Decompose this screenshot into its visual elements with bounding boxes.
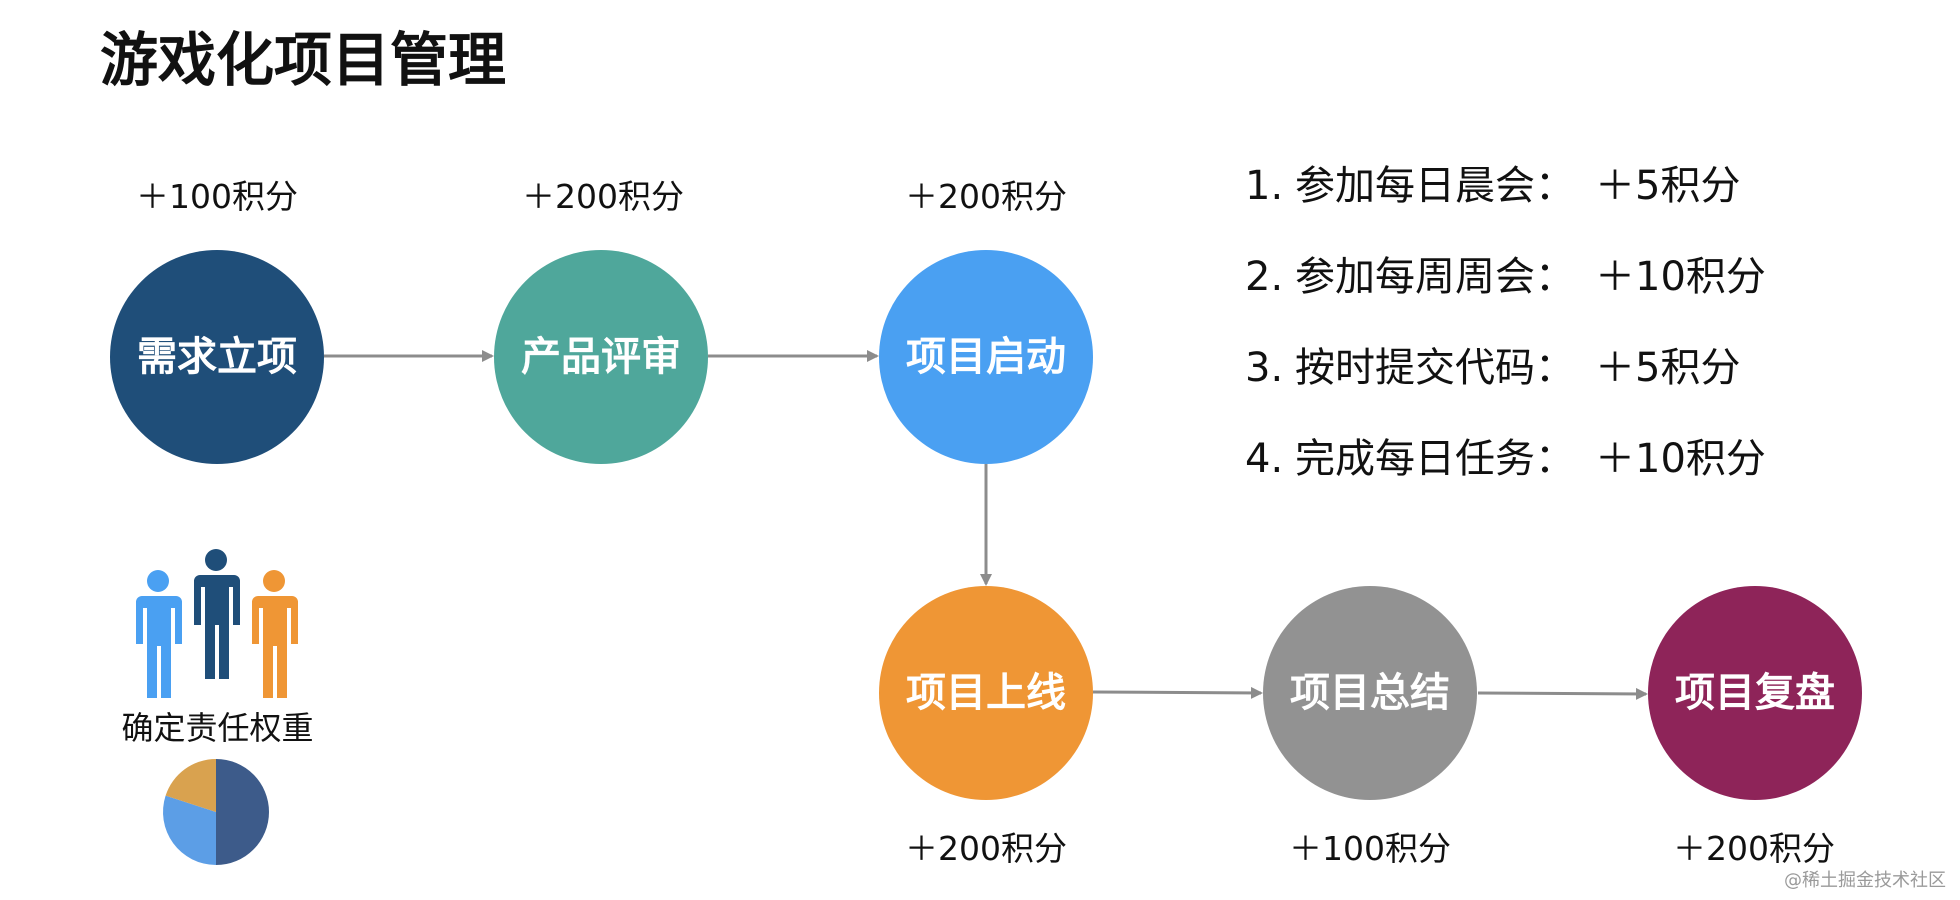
rule-name: 按时提交代码： — [1295, 345, 1575, 391]
stage-points-launch: ＋200积分 — [905, 829, 1067, 868]
stage-node-launch: 项目上线 — [879, 586, 1093, 800]
rule-name: 参加每周周会： — [1295, 254, 1575, 300]
stage-points-kickoff: ＋200积分 — [905, 177, 1067, 216]
rule-item: 4.完成每日任务： ＋10积分 — [1245, 433, 1845, 485]
points-rules-list: 1.参加每日晨会： ＋5积分 2.参加每周周会： ＋10积分 3.按时提交代码： ＋5… — [1245, 160, 1845, 524]
rule-number: 4. — [1245, 436, 1284, 482]
stage-node-retro: 项目复盘 — [1648, 586, 1862, 800]
arrow-connector — [1477, 687, 1648, 700]
stage-node-summary: 项目总结 — [1263, 586, 1477, 800]
page-title: 游戏化项目管理 — [100, 26, 507, 94]
rule-name: 完成每日任务： — [1295, 436, 1575, 482]
stage-label: 项目复盘 — [1675, 670, 1835, 716]
stage-label: 项目启动 — [906, 334, 1066, 380]
arrow-connector — [1092, 686, 1263, 699]
rule-item: 3.按时提交代码： ＋5积分 — [1245, 342, 1845, 394]
rule-number: 2. — [1245, 254, 1284, 300]
stage-node-kickoff: 项目启动 — [879, 250, 1093, 464]
rule-points: ＋10积分 — [1595, 436, 1766, 482]
stage-label: 项目上线 — [906, 670, 1066, 716]
stage-points-summary: ＋100积分 — [1289, 829, 1451, 868]
pie-slice — [216, 759, 269, 865]
rule-name: 参加每日晨会： — [1295, 163, 1575, 209]
stage-node-review: 产品评审 — [494, 250, 708, 464]
stage-points-retro: ＋200积分 — [1673, 829, 1835, 868]
person-icon — [136, 570, 182, 698]
person-icon — [252, 570, 298, 698]
stage-label: 需求立项 — [137, 334, 297, 380]
rule-points: ＋10积分 — [1595, 254, 1766, 300]
responsibility-weight-caption: 确定责任权重 — [121, 709, 314, 747]
pie-slice — [165, 759, 216, 812]
stage-node-requirement: 需求立项 — [110, 250, 324, 464]
rule-points: ＋5积分 — [1595, 163, 1741, 209]
stage-points-requirement: ＋100积分 — [136, 177, 298, 216]
rule-item: 1.参加每日晨会： ＋5积分 — [1245, 160, 1845, 212]
rule-item: 2.参加每周周会： ＋10积分 — [1245, 251, 1845, 303]
watermark: @稀土掘金技术社区 — [1784, 870, 1946, 891]
rule-points: ＋5积分 — [1595, 345, 1741, 391]
pie-slice — [163, 795, 216, 865]
rule-number: 1. — [1245, 163, 1284, 209]
stage-label: 项目总结 — [1290, 670, 1450, 716]
person-icon — [194, 549, 240, 679]
stage-points-review: ＋200积分 — [522, 177, 684, 216]
rule-number: 3. — [1245, 345, 1284, 391]
stage-label: 产品评审 — [521, 334, 681, 380]
